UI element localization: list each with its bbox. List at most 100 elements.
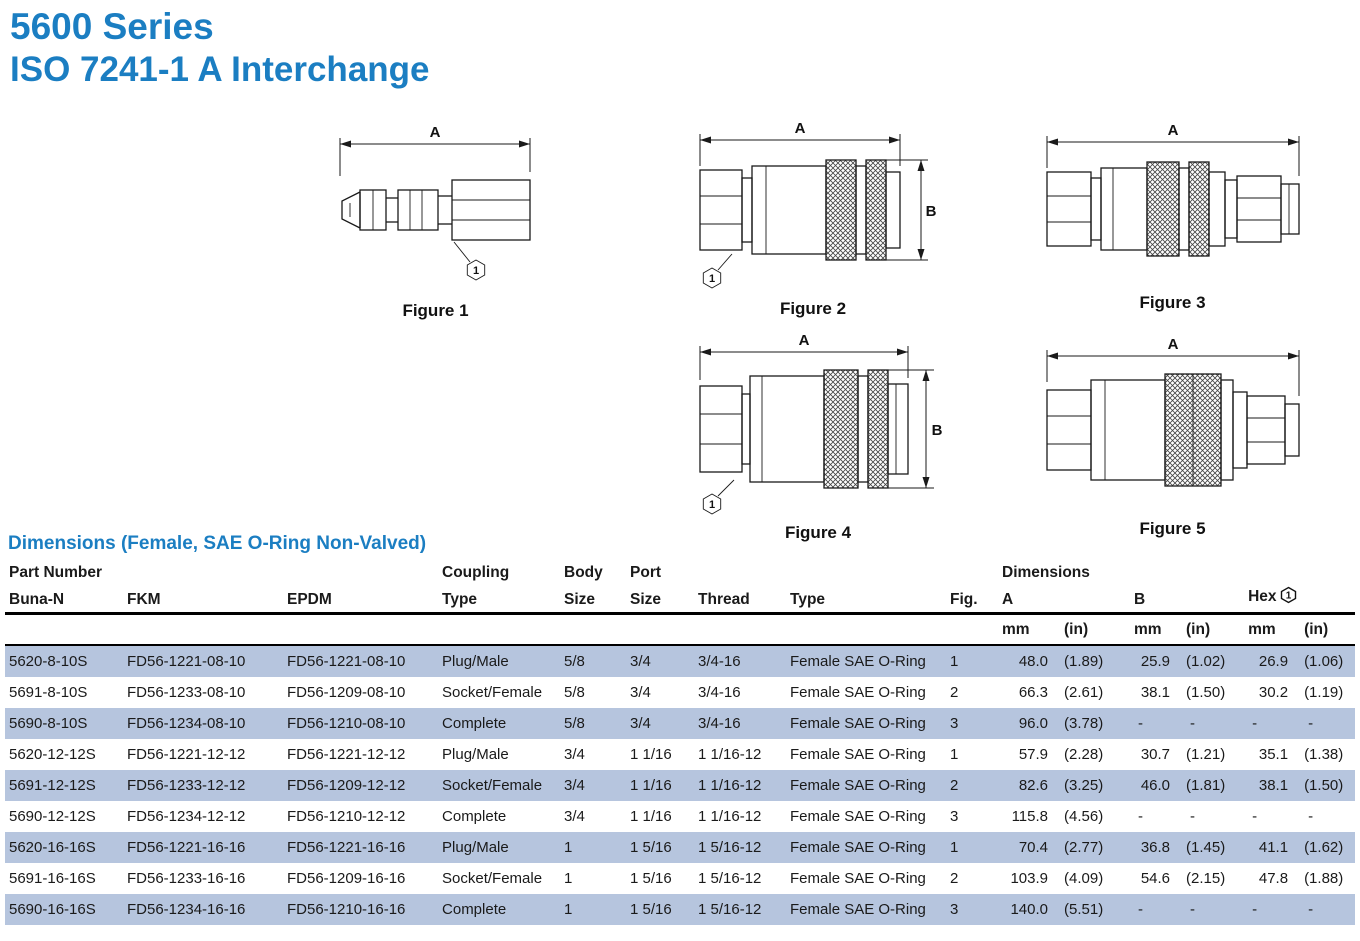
cell-hex-in: (1.06) [1304, 653, 1344, 671]
dimension-a: A [1046, 336, 1300, 396]
dimensions-table: Part Number Coupling Body Port Dimension… [5, 561, 1356, 926]
svg-text:1: 1 [1285, 591, 1291, 602]
cell-part-buna-n: 5620-16-16S [9, 839, 96, 857]
cell-type: Female SAE O-Ring [790, 746, 926, 764]
cell-hex-in: (1.62) [1304, 839, 1344, 857]
table-row: 5690-12-12S FD56-1234-12-12 FD56-1210-12… [5, 801, 1355, 832]
header-body-line1: Body [564, 564, 603, 581]
cell-body-size: 3/4 [564, 777, 585, 795]
dimension-a: A [1046, 122, 1300, 176]
cell-port-size: 3/4 [630, 684, 651, 702]
figure-3: A Figure 3 [1035, 112, 1310, 313]
callout-number: 1 [709, 273, 715, 285]
coupling-drawing [341, 179, 531, 241]
cell-part-epdm: FD56-1209-16-16 [287, 870, 406, 888]
header-hex-label: Hex [1248, 588, 1277, 606]
cell-coupling-type: Plug/Male [442, 839, 509, 857]
table-row: 5620-16-16S FD56-1221-16-16 FD56-1221-16… [5, 832, 1356, 864]
cell-part-epdm: FD56-1221-08-10 [287, 653, 406, 671]
cell-a-in: (2.61) [1064, 684, 1104, 702]
cell-a-mm: 103.9 [1010, 870, 1049, 888]
cell-a-mm: 70.4 [1018, 839, 1049, 857]
cell-port-size: 3/4 [630, 715, 651, 733]
cell-a-in: (2.28) [1064, 746, 1104, 764]
cell-body-size: 5/8 [564, 715, 585, 733]
header-epdm: EPDM [287, 591, 332, 609]
cell-thread: 1 1/16-12 [698, 777, 762, 795]
cell-hex-mm: 41.1 [1258, 839, 1289, 857]
cell-port-size: 1 1/16 [630, 746, 672, 764]
cell-fig: 3 [950, 901, 959, 919]
cell-fig: 1 [950, 746, 959, 764]
table-row: 5691-12-12S FD56-1233-12-12 FD56-1209-12… [5, 770, 1356, 802]
header-type: Type [790, 591, 826, 609]
table-row: 5620-12-12S FD56-1221-12-12 FD56-1221-12… [5, 739, 1355, 770]
cell-hex-in: (1.38) [1304, 746, 1344, 764]
cell-part-buna-n: 5620-8-10S [9, 653, 88, 671]
cell-hex-mm: 35.1 [1258, 746, 1289, 764]
cell-hex-in: (1.88) [1304, 870, 1344, 888]
cell-fig: 2 [950, 870, 959, 888]
cell-hex-mm: - [1252, 901, 1258, 919]
figure-2-drawing: A B 1 [699, 120, 937, 289]
cell-type: Female SAE O-Ring [790, 777, 926, 795]
hex-callout-icon: 1 [1280, 586, 1297, 609]
cell-fig: 2 [950, 777, 959, 795]
cell-part-epdm: FD56-1210-12-12 [287, 808, 406, 826]
units-b-in: (in) [1182, 611, 1245, 647]
table-row: 5620-8-10S FD56-1221-08-10 FD56-1221-08-… [5, 645, 1356, 678]
cell-b-in: (1.81) [1186, 777, 1226, 795]
cell-thread: 3/4-16 [698, 684, 741, 702]
cell-part-fkm: FD56-1221-12-12 [127, 746, 246, 764]
coupling-drawing [1046, 373, 1300, 487]
cell-body-size: 1 [564, 870, 573, 888]
header-fig: Fig. [950, 591, 978, 609]
header-coupling-line2: Type [442, 591, 478, 609]
header-dimensions-group: Dimensions [1002, 564, 1090, 581]
header-spacer [786, 561, 946, 584]
dimension-a: A [699, 120, 901, 166]
cell-b-mm: - [1138, 808, 1144, 826]
table-row: 5691-8-10S FD56-1233-08-10 FD56-1209-08-… [5, 677, 1355, 708]
cell-part-buna-n: 5620-12-12S [9, 746, 96, 764]
cell-a-mm: 48.0 [1018, 653, 1049, 671]
table-row: 5691-16-16S FD56-1233-16-16 FD56-1209-16… [5, 863, 1355, 894]
cell-port-size: 1 5/16 [630, 870, 672, 888]
cell-thread: 1 1/16-12 [698, 808, 762, 826]
figure-2: A B 1 Figure 2 [688, 108, 938, 319]
cell-b-mm: 38.1 [1140, 684, 1171, 702]
figure-2-caption: Figure 2 [779, 299, 847, 318]
units-row: mm (in) mm (in) mm (in) [5, 611, 1356, 647]
figure-3-caption: Figure 3 [1139, 293, 1206, 312]
cell-hex-mm: 30.2 [1258, 684, 1289, 702]
cell-hex-in: - [1308, 715, 1314, 733]
cell-port-size: 3/4 [630, 653, 651, 671]
dim-label-a: A [799, 332, 810, 349]
cell-b-in: - [1190, 808, 1196, 826]
figure-5-caption: Figure 5 [1139, 519, 1206, 538]
cell-b-mm: 46.0 [1140, 777, 1171, 795]
cell-part-buna-n: 5690-16-16S [9, 901, 96, 919]
cell-a-mm: 96.0 [1018, 715, 1049, 733]
units-hex-in: (in) [1300, 611, 1356, 647]
units-a-in: (in) [1060, 611, 1131, 647]
cell-type: Female SAE O-Ring [790, 839, 926, 857]
figure-1: A 1 Figure 1 [328, 110, 543, 321]
cell-port-size: 1 5/16 [630, 901, 672, 919]
callout-number: 1 [709, 499, 715, 511]
cell-hex-mm: 47.8 [1258, 870, 1289, 888]
figure-1-drawing: A 1 [339, 124, 531, 281]
cell-thread: 3/4-16 [698, 653, 741, 671]
callout-1-icon: 1 [702, 479, 735, 515]
cell-part-epdm: FD56-1221-16-16 [287, 839, 406, 857]
cell-a-mm: 140.0 [1010, 901, 1049, 919]
cell-a-mm: 115.8 [1011, 808, 1049, 826]
section-title: Dimensions (Female, SAE O-Ring Non-Valve… [8, 533, 427, 554]
cell-fig: 2 [950, 684, 959, 702]
header-port-line2: Size [630, 591, 662, 609]
cell-b-mm: - [1138, 901, 1144, 919]
cell-fig: 1 [950, 653, 959, 671]
cell-b-mm: 54.6 [1140, 870, 1171, 888]
cell-a-in: (2.77) [1064, 839, 1104, 857]
